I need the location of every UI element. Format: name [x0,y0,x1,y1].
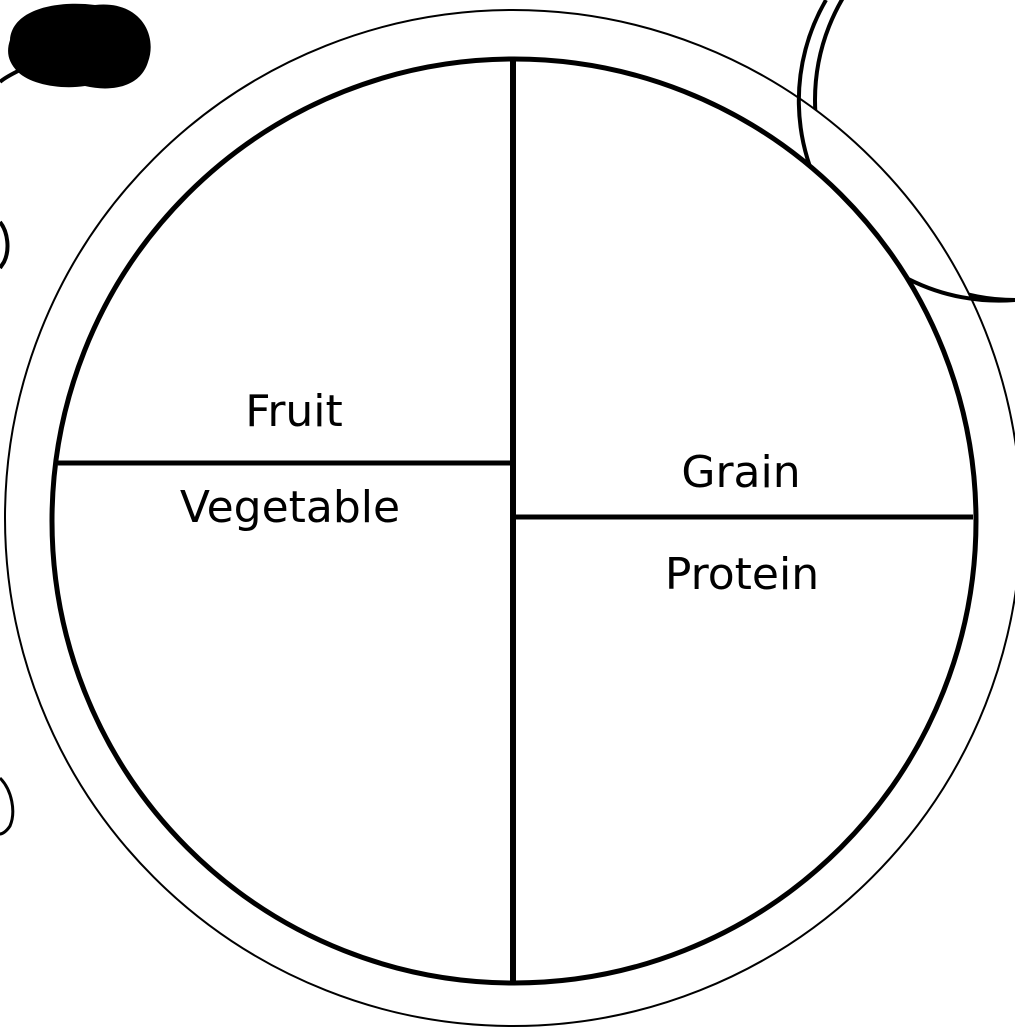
grain-label: Grain [681,447,800,498]
protein-label: Protein [665,549,819,600]
cherry-icon [0,4,151,89]
fruit-label: Fruit [245,386,343,437]
vegetable-label: Vegetable [180,482,400,533]
